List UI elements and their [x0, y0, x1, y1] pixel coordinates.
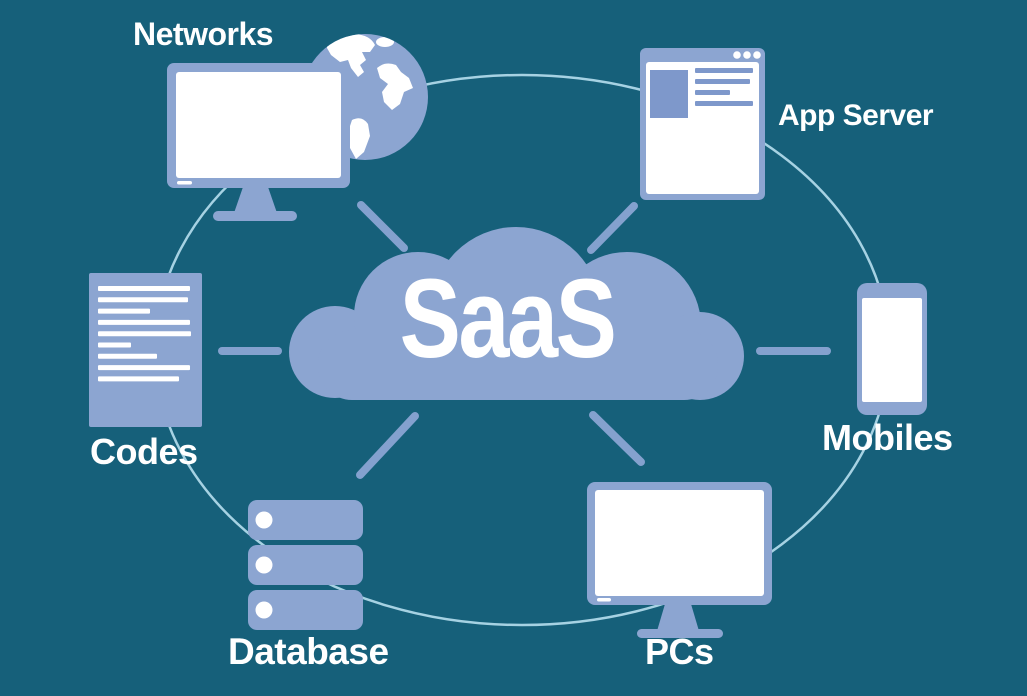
label-database: Database	[228, 631, 389, 672]
smartphone-icon	[857, 283, 927, 415]
globe-continents	[327, 34, 413, 159]
server-led-icon	[255, 556, 273, 574]
window-dot-icon	[753, 51, 761, 59]
browser-window-icon	[640, 48, 765, 200]
connector-lines	[218, 201, 831, 479]
pcs-monitor-power-dash	[597, 598, 611, 602]
networks-monitor-power-dash	[177, 181, 192, 185]
server-led-icon	[255, 511, 273, 529]
label-networks: Networks	[133, 16, 274, 52]
label-app-server: App Server	[778, 99, 934, 132]
code-lines	[98, 286, 191, 382]
smartphone-screen	[862, 298, 922, 402]
desktop-monitor-icon	[587, 482, 772, 638]
pcs-monitor-stand	[657, 604, 699, 631]
label-mobiles: Mobiles	[822, 417, 953, 458]
networks-monitor-icon	[167, 63, 350, 221]
window-dot-icon	[743, 51, 751, 59]
networks-monitor-stand	[234, 187, 277, 213]
cloud-title: SaaS	[399, 256, 617, 381]
networks-monitor-screen	[176, 72, 341, 178]
label-codes: Codes	[90, 431, 198, 472]
connector-pcs	[589, 411, 645, 466]
connector-networks	[357, 201, 408, 252]
code-document-icon	[89, 273, 202, 427]
networks-monitor-base	[213, 211, 297, 221]
connector-database	[356, 412, 419, 479]
window-dot-icon	[733, 51, 741, 59]
connector-app-server	[587, 202, 638, 254]
browser-image-block	[650, 70, 688, 118]
cloud-shape	[289, 227, 744, 400]
label-pcs: PCs	[645, 631, 714, 672]
monitor-globe-icon	[167, 34, 428, 221]
server-led-icon	[255, 601, 273, 619]
pcs-monitor-screen	[595, 490, 764, 596]
server-stack-icon	[248, 500, 363, 630]
browser-text-lines	[695, 68, 753, 106]
pcs-monitor-base	[637, 629, 723, 638]
